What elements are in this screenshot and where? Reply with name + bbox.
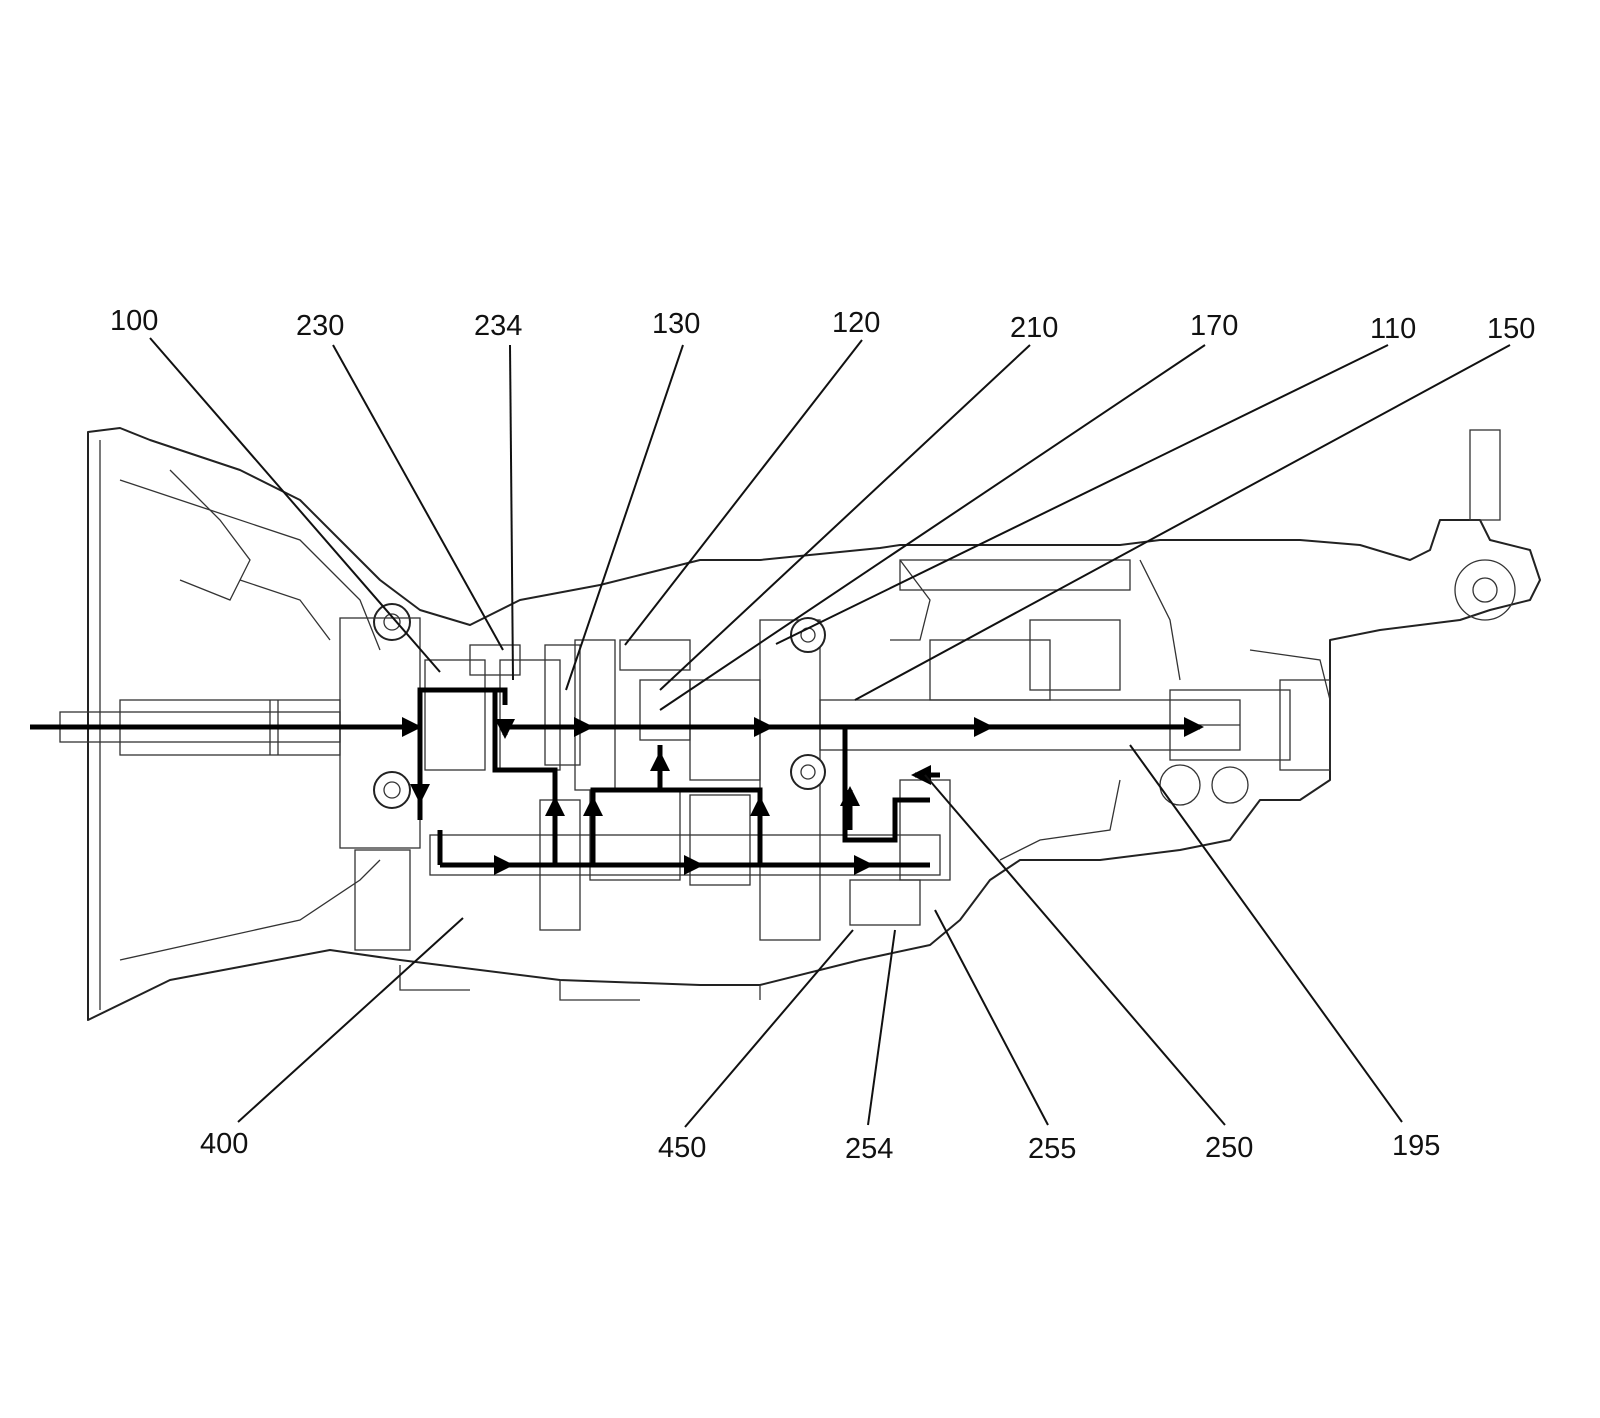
callout-255: 255 bbox=[1028, 1133, 1076, 1165]
callout-130: 130 bbox=[652, 308, 700, 340]
callout-250: 250 bbox=[1205, 1132, 1253, 1164]
callout-120: 120 bbox=[832, 307, 880, 339]
callouts-bottom: 400 450 254 255 250 195 bbox=[200, 1128, 1440, 1165]
callout-234: 234 bbox=[474, 310, 522, 342]
callout-110: 110 bbox=[1370, 313, 1416, 345]
leader-lines bbox=[149, 337, 1511, 1128]
callout-450: 450 bbox=[658, 1132, 706, 1164]
callout-400: 400 bbox=[200, 1128, 248, 1160]
callouts-top: 100 230 234 130 120 210 170 110 150 bbox=[110, 305, 1535, 345]
callout-170: 170 bbox=[1190, 310, 1238, 342]
leader-100 bbox=[149, 337, 441, 673]
leader-230 bbox=[332, 344, 504, 651]
leader-255 bbox=[934, 909, 1049, 1126]
leader-170 bbox=[659, 344, 1206, 711]
leader-450 bbox=[684, 929, 854, 1128]
leader-210 bbox=[659, 344, 1031, 691]
leader-150 bbox=[854, 344, 1511, 701]
callout-254: 254 bbox=[845, 1133, 893, 1165]
callout-230: 230 bbox=[296, 310, 344, 342]
leader-250 bbox=[924, 774, 1226, 1126]
callout-195: 195 bbox=[1392, 1130, 1440, 1162]
leader-234 bbox=[509, 344, 514, 681]
transmission-housing bbox=[87, 427, 1541, 1021]
power-flow-path bbox=[30, 687, 1204, 875]
leader-195 bbox=[1129, 744, 1403, 1123]
leader-130 bbox=[565, 344, 684, 691]
leader-400 bbox=[237, 917, 464, 1123]
leader-110 bbox=[775, 344, 1389, 645]
gear-train bbox=[59, 429, 1516, 951]
callout-210: 210 bbox=[1010, 312, 1058, 344]
callout-100: 100 bbox=[110, 305, 158, 337]
leader-254 bbox=[867, 929, 896, 1126]
leader-120 bbox=[624, 339, 863, 646]
callout-150: 150 bbox=[1487, 313, 1535, 345]
